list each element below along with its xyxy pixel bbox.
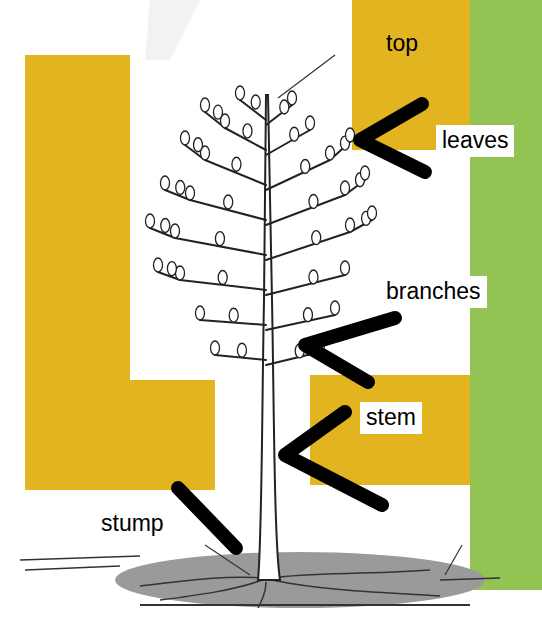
- leaf: [309, 270, 318, 284]
- yellow-block: [310, 375, 470, 485]
- part-label: top: [380, 28, 424, 60]
- part-label: stump: [95, 508, 170, 540]
- pointer-arrow: [305, 318, 395, 382]
- branches-drawing: [150, 100, 372, 365]
- part-label: branches: [380, 276, 487, 308]
- leaf: [167, 262, 176, 276]
- leaf: [368, 206, 377, 220]
- leaf: [237, 343, 246, 357]
- leaf: [309, 195, 318, 209]
- leaf: [194, 138, 203, 152]
- leaf: [243, 124, 252, 138]
- trunk: [258, 95, 280, 580]
- leaf: [229, 308, 238, 322]
- branch-line: [266, 195, 345, 225]
- leaf: [331, 301, 340, 315]
- leaf: [181, 131, 190, 145]
- leaf: [346, 218, 355, 232]
- leaf: [154, 258, 163, 272]
- leaf: [341, 181, 350, 195]
- part-label: stem: [360, 402, 422, 434]
- leaf: [224, 195, 233, 209]
- leaf: [201, 98, 210, 112]
- ground-shadow: [115, 552, 485, 608]
- leaf: [161, 176, 170, 190]
- leaf: [341, 261, 350, 275]
- leaf: [288, 91, 297, 105]
- leaf: [171, 224, 180, 238]
- branch-line: [266, 232, 350, 260]
- leaf: [301, 160, 310, 174]
- leaf: [251, 95, 260, 109]
- leader-line: [278, 55, 335, 98]
- leaf: [232, 157, 241, 171]
- branch-line: [266, 275, 345, 295]
- leaf: [146, 214, 155, 228]
- leaf: [303, 308, 312, 322]
- leaf: [211, 341, 220, 355]
- leaf: [161, 219, 170, 233]
- leaf: [186, 186, 195, 200]
- pointer-arrow: [178, 488, 236, 548]
- branch-line: [266, 130, 310, 155]
- part-label: leaves: [436, 125, 514, 157]
- leaf: [196, 306, 205, 320]
- leader-line: [205, 545, 250, 575]
- leaf: [218, 271, 227, 285]
- base-line: [140, 604, 470, 606]
- leaf: [236, 86, 245, 100]
- leaf: [280, 100, 289, 114]
- leaf: [215, 232, 224, 246]
- leaf: [214, 105, 223, 119]
- leaf: [326, 146, 335, 160]
- leaves-drawing: [146, 86, 377, 358]
- branch-line: [266, 160, 330, 190]
- branch-line: [266, 315, 335, 330]
- leaf: [306, 116, 315, 130]
- pointer-arrows: [178, 104, 425, 548]
- leader-line: [445, 545, 462, 575]
- pointer-arrow: [360, 104, 425, 172]
- leaf: [176, 181, 185, 195]
- leaf: [312, 231, 321, 245]
- grey-band: [145, 0, 200, 60]
- leaf: [361, 166, 370, 180]
- leaf: [290, 127, 299, 141]
